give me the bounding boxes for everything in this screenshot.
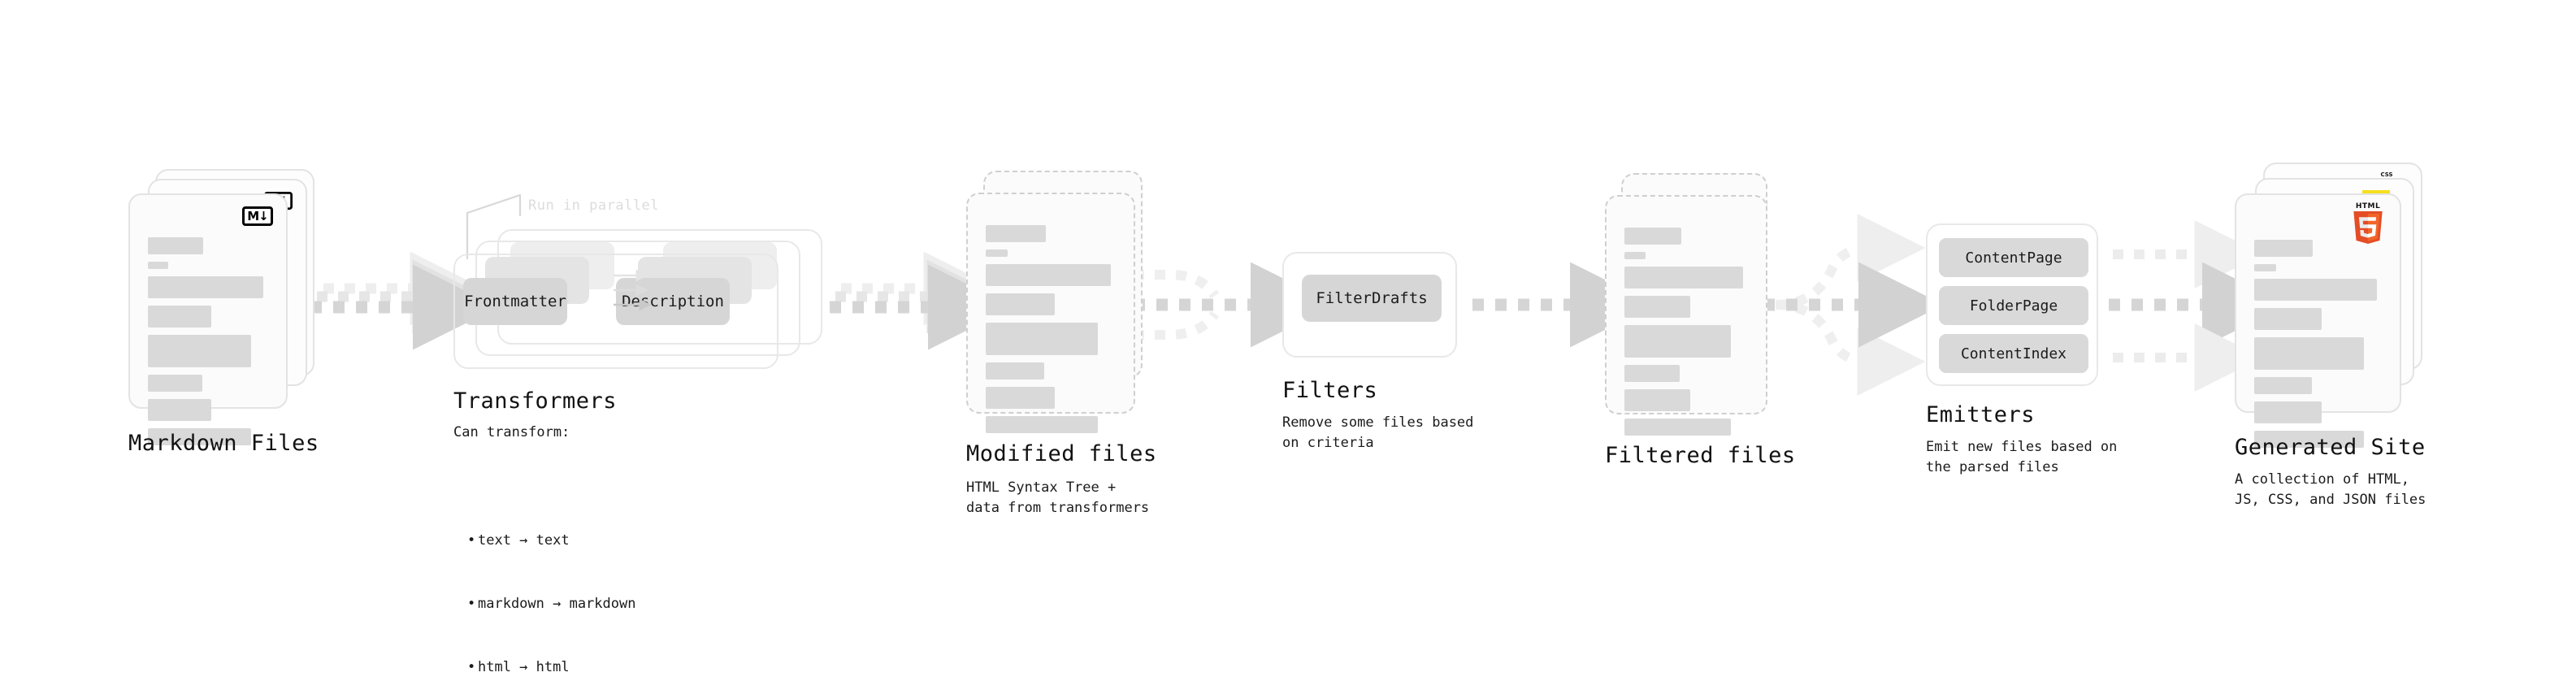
stage-title-generated-site: Generated Site [2235,435,2426,460]
skeleton-bar [2254,279,2377,301]
markdown-icon: M↓ [242,206,273,226]
arrow-filtered-to-emitters [1763,214,1944,396]
skeleton-bar [2254,264,2276,271]
skeleton-bar [148,276,264,298]
list-item: markdown → markdown [467,593,636,614]
stage-subtitle-modified-files: HTML Syntax Tree + data from transformer… [966,479,1150,516]
skeleton-bar [1624,419,1731,436]
stage-title-filtered-files: Filtered files [1605,443,1796,468]
emitter-node-folderpage[interactable]: FolderPage [1939,286,2088,325]
skeleton-bar [1624,252,1646,259]
markdown-card-skeleton [148,237,268,453]
site-card-front[interactable]: HTML [2235,193,2401,448]
arrow-transformers-to-modified [830,251,1013,350]
skeleton-bar [1624,389,1690,411]
skeleton-bar [1624,228,1681,245]
list-item: text → text [467,530,635,551]
filter-node-filterdrafts-label: FilterDrafts [1316,289,1428,307]
emitter-node-contentindex-label: ContentIndex [1960,345,2067,362]
emitter-node-contentpage-label: ContentPage [1965,249,2062,267]
transformer-internal-arrows [614,269,652,311]
skeleton-bar [1624,296,1690,318]
html5-icon: HTML [2351,203,2385,244]
skeleton-bar [986,387,1055,409]
skeleton-bar [986,362,1044,380]
run-in-parallel-note: Run in parallel [528,197,660,214]
skeleton-bar [148,306,212,327]
skeleton-bar [2254,431,2365,448]
filtered-card-front[interactable] [1605,195,1767,436]
arrow-markdown-to-transformers [310,251,498,350]
stage-title-markdown-files: Markdown Files [128,431,319,456]
skeleton-bar [986,323,1098,355]
modified-card-skeleton [986,225,1116,440]
markdown-card-front[interactable]: M↓ [128,193,288,445]
skeleton-bar [148,428,252,445]
skeleton-bar [2254,308,2322,330]
skeleton-bar [148,262,169,269]
skeleton-bar [148,237,204,254]
filters-group[interactable]: FilterDrafts [1282,252,1457,358]
skeleton-bar [2254,337,2365,370]
skeleton-bar [2254,401,2322,423]
emitter-node-contentpage[interactable]: ContentPage [1939,238,2088,277]
skeleton-bar [2254,377,2312,394]
skeleton-bar [986,293,1055,315]
skeleton-bar [1624,325,1731,358]
transformer-node-frontmatter-label: Frontmatter [464,293,566,310]
skeleton-bar [986,225,1046,242]
stage-title-filters: Filters [1282,378,1378,403]
stage-subtitle-generated-site: A collection of HTML, JS, CSS, and JSON … [2235,471,2426,508]
arrow-modified-to-filters [1134,262,1336,348]
filtered-card-skeleton [1624,228,1748,443]
skeleton-bar [148,375,202,392]
stage-subtitle-emitters: Emit new files based on the parsed files [1926,439,2118,475]
modified-card-front[interactable] [966,193,1135,433]
emitters-group[interactable]: ContentPage FolderPage ContentIndex [1926,223,2098,386]
transformer-node-frontmatter[interactable]: Frontmatter [463,278,567,325]
skeleton-bar [148,399,212,421]
skeleton-bar [1624,267,1743,288]
html5-shield-icon [2353,211,2383,244]
emitter-node-contentindex[interactable]: ContentIndex [1939,334,2088,373]
list-item: html → html [467,657,635,678]
arrow-emitters-to-site [2109,220,2288,392]
filter-node-filterdrafts[interactable]: FilterDrafts [1302,275,1442,322]
skeleton-bar [986,249,1008,257]
transformers-bullet-list: text → text markdown → markdown html → h… [465,445,636,681]
stage-title-transformers: Transformers [453,388,618,414]
site-card-skeleton [2254,240,2382,455]
skeleton-bar [1624,365,1680,382]
stage-subtitle-filters: Remove some files based on criteria [1282,414,1474,451]
skeleton-bar [148,335,252,367]
stage-subtitle-transformers: Can transform: [453,424,570,440]
stage-title-emitters: Emitters [1926,402,2036,427]
skeleton-bar [986,416,1098,433]
skeleton-bar [986,264,1111,286]
skeleton-bar [2254,240,2314,257]
stage-title-modified-files: Modified files [966,441,1157,466]
emitter-node-folderpage-label: FolderPage [1969,297,2058,314]
